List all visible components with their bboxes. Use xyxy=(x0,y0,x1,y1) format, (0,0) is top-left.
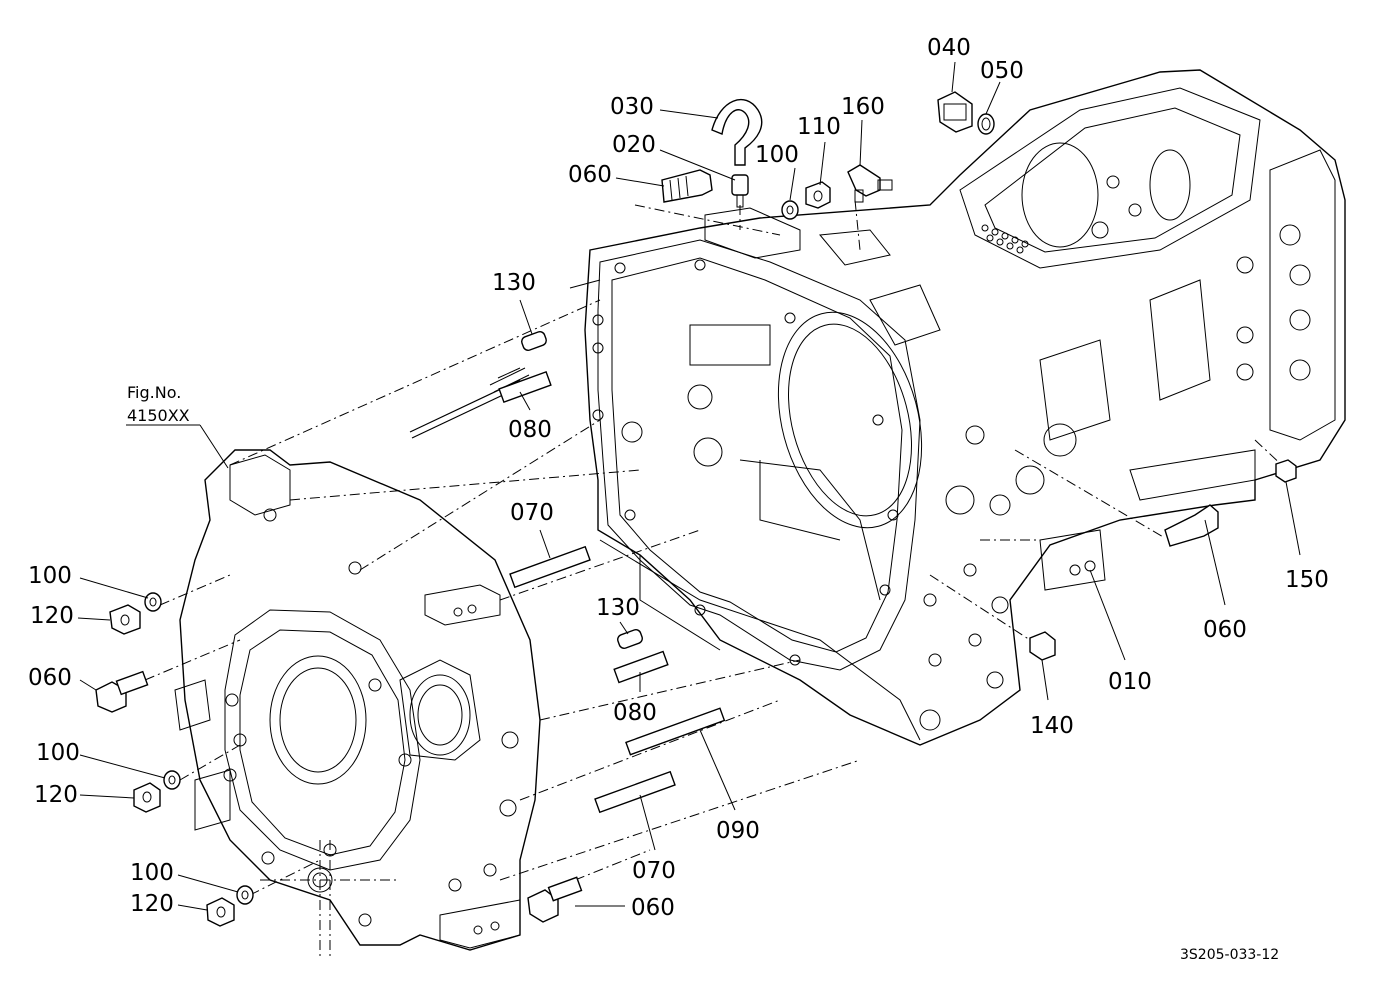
front-housing xyxy=(174,449,541,951)
callout-060-right: 060 xyxy=(1203,617,1247,643)
fig-ref-number: 4150XX xyxy=(127,406,190,425)
callout-080-top: 080 xyxy=(508,417,552,443)
callout-100-left-1: 100 xyxy=(28,563,72,589)
callout-130-top: 130 xyxy=(492,270,536,296)
callout-070-mid: 070 xyxy=(510,500,554,526)
callout-150: 150 xyxy=(1285,567,1329,593)
callout-100-top: 100 xyxy=(755,142,799,168)
small-parts xyxy=(95,91,1297,927)
callout-070-bottom: 070 xyxy=(632,858,676,884)
callout-010: 010 xyxy=(1108,669,1152,695)
callout-140: 140 xyxy=(1030,713,1074,739)
callout-030: 030 xyxy=(610,94,654,120)
fig-ref-label: Fig.No. xyxy=(127,383,181,402)
callout-040: 040 xyxy=(927,35,971,61)
callout-110: 110 xyxy=(797,114,841,140)
callout-060-top: 060 xyxy=(568,162,612,188)
drawing-code: 3S205-033-12 xyxy=(1180,947,1279,963)
callout-090: 090 xyxy=(716,818,760,844)
callout-160: 160 xyxy=(841,94,885,120)
callout-100-left-3: 100 xyxy=(130,860,174,886)
callout-060-bottom: 060 xyxy=(631,895,675,921)
callout-060-left: 060 xyxy=(28,665,72,691)
leader-lines xyxy=(77,61,1301,911)
callout-020: 020 xyxy=(612,132,656,158)
transmission-case xyxy=(584,69,1346,746)
callout-080-mid: 080 xyxy=(613,700,657,726)
callout-130-mid: 130 xyxy=(596,595,640,621)
figure-reference: Fig.No. 4150XX xyxy=(127,383,190,425)
callout-050: 050 xyxy=(980,58,1024,84)
callout-labels: 030 020 060 100 110 160 040 050 130 080 … xyxy=(28,35,1329,921)
callout-100-left-2: 100 xyxy=(36,740,80,766)
callout-120-left-2: 120 xyxy=(34,782,78,808)
callout-120-left-3: 120 xyxy=(130,891,174,917)
assembly-lines xyxy=(144,199,1286,960)
callout-120-left-1: 120 xyxy=(30,603,74,629)
